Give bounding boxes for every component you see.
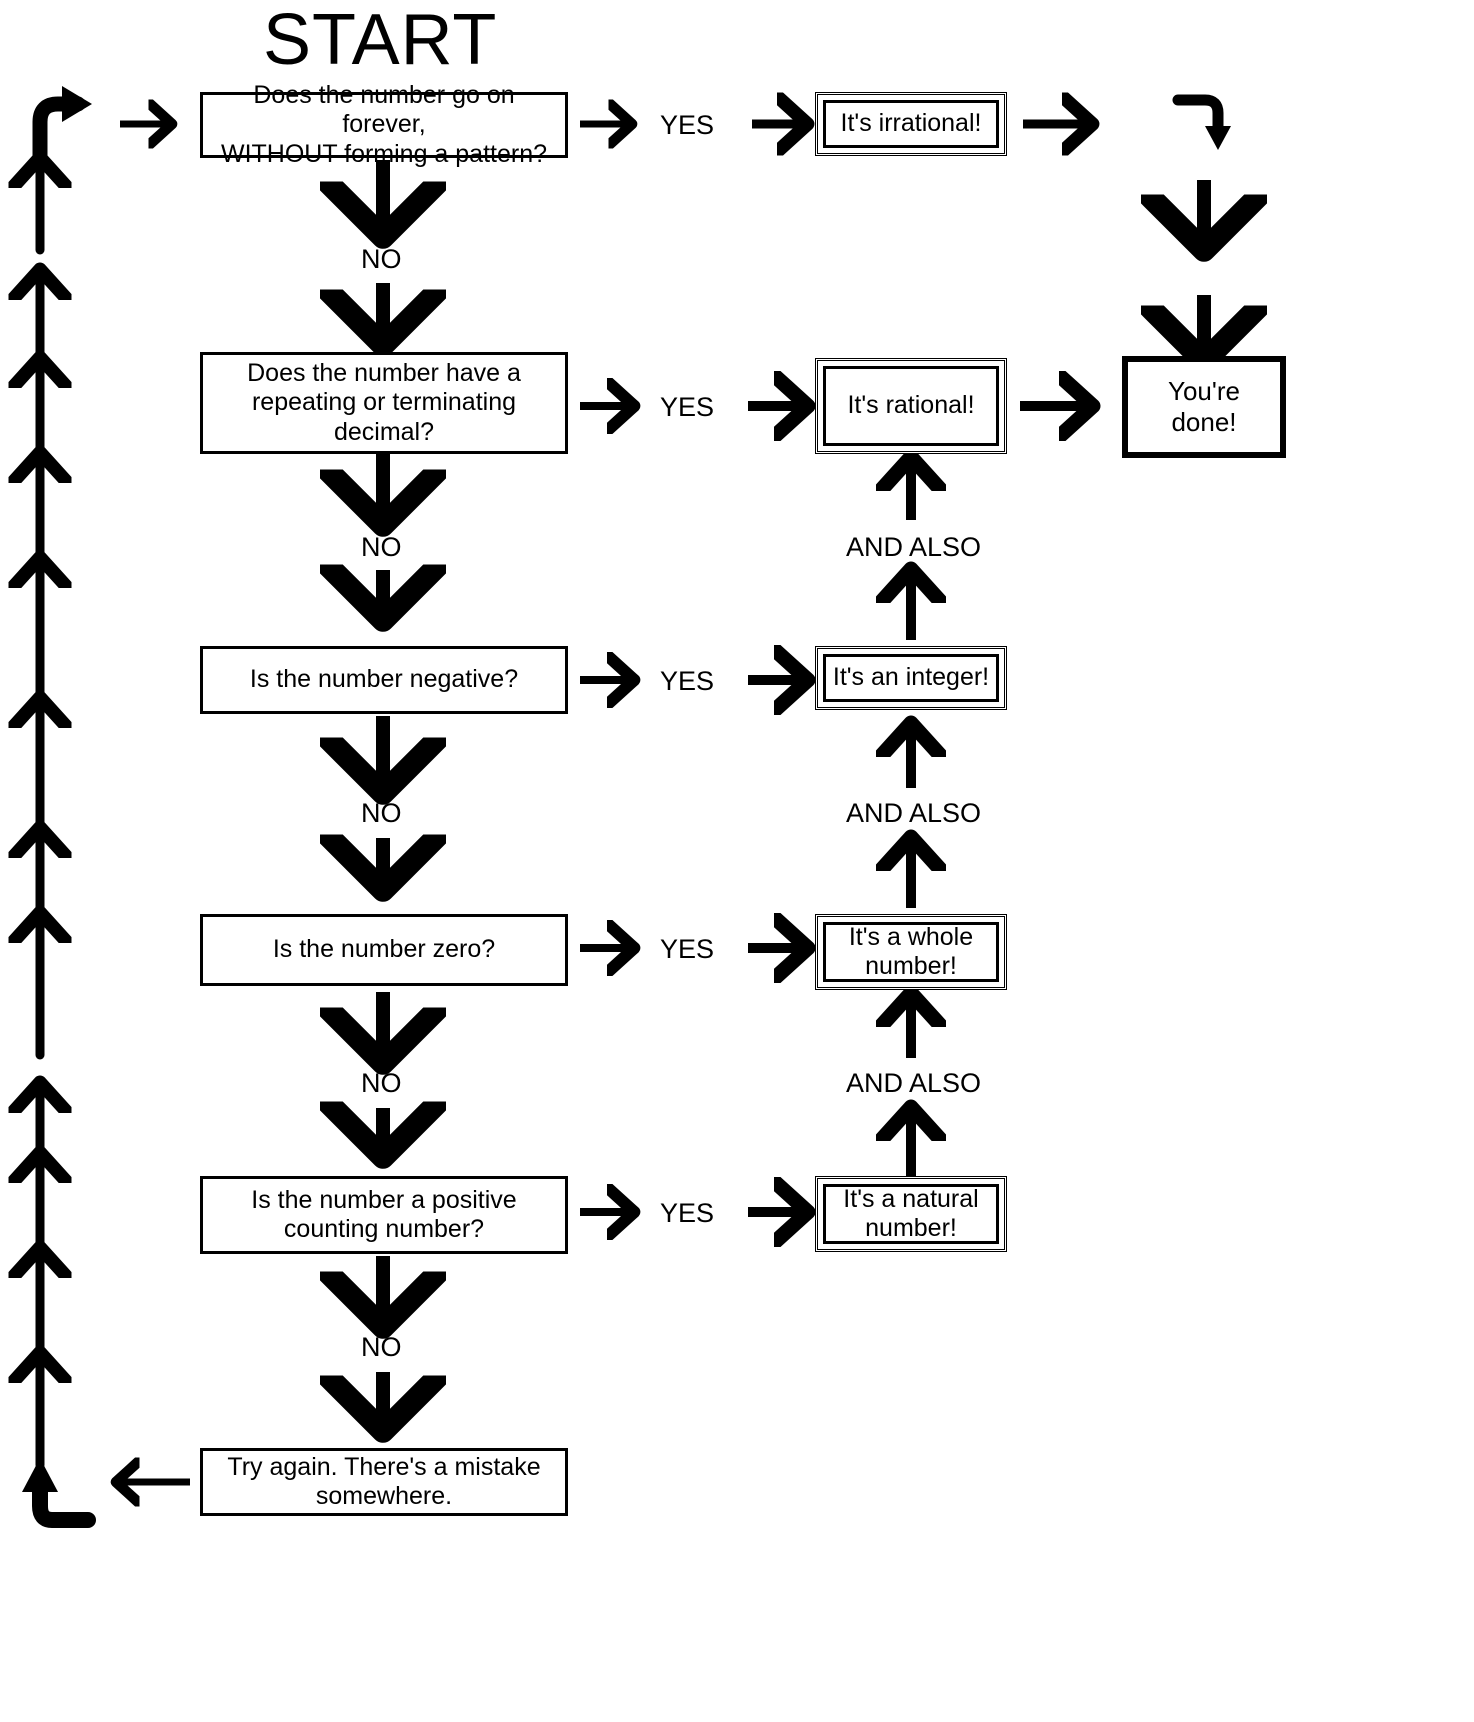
whole-line1: It's a whole bbox=[848, 922, 974, 951]
whole-line2: number! bbox=[865, 952, 957, 980]
edge-label-no-3: NO bbox=[361, 798, 402, 828]
q5-line2: counting number? bbox=[283, 1215, 485, 1243]
edge-label-and-also-1: AND ALSO bbox=[846, 532, 982, 562]
q1-line1: Does the number go on forever, bbox=[253, 80, 515, 139]
edge-label-no-5: NO bbox=[361, 1332, 402, 1362]
q5-line1: Is the number a positive bbox=[251, 1185, 517, 1214]
return-hook-arrow bbox=[22, 1458, 96, 1528]
integer-label: It's an integer! bbox=[832, 663, 990, 692]
decision-box-q5[interactable]: Is the number a positive counting number… bbox=[200, 1176, 568, 1254]
retry-line1: Try again. There's a mistake bbox=[227, 1452, 541, 1481]
decision-box-q3[interactable]: Is the number negative? bbox=[200, 646, 568, 714]
failure-box-retry[interactable]: Try again. There's a mistake somewhere. bbox=[200, 1448, 568, 1516]
edge-label-and-also-2: AND ALSO bbox=[846, 798, 982, 828]
done-label: You're done! bbox=[1168, 376, 1240, 437]
q2-line2: repeating or terminating bbox=[251, 388, 517, 417]
edge-label-yes-5: YES bbox=[660, 1198, 715, 1228]
irrational-label: It's irrational! bbox=[840, 109, 982, 138]
edge-label-yes-4: YES bbox=[660, 934, 715, 964]
q2-line1: Does the number have a bbox=[247, 358, 521, 387]
edge-label-yes-1: YES bbox=[660, 110, 715, 140]
result-box-rational[interactable]: It's rational! bbox=[815, 358, 1007, 454]
start-hook-arrow bbox=[32, 86, 92, 168]
result-box-integer[interactable]: It's an integer! bbox=[815, 646, 1007, 710]
result-box-whole-number[interactable]: It's a whole number! bbox=[815, 914, 1007, 990]
q2-line3: decimal? bbox=[333, 417, 435, 446]
q3-line1: Is the number negative? bbox=[249, 665, 519, 694]
decision-box-q1[interactable]: Does the number go on forever, WITHOUT f… bbox=[200, 81, 568, 168]
retry-line2: somewhere. bbox=[315, 1482, 453, 1510]
edge-label-yes-3: YES bbox=[660, 666, 715, 696]
natural-line1: It's a natural bbox=[843, 1184, 979, 1213]
edge-label-and-also-3: AND ALSO bbox=[846, 1068, 982, 1098]
result-box-irrational[interactable]: It's irrational! bbox=[815, 92, 1007, 156]
natural-line2: number! bbox=[865, 1214, 957, 1242]
edge-label-no-2: NO bbox=[361, 532, 402, 562]
result-box-natural-number[interactable]: It's a natural number! bbox=[815, 1176, 1007, 1252]
edge-label-no-1: NO bbox=[361, 244, 402, 274]
q1-line2: WITHOUT forming a pattern? bbox=[220, 139, 548, 168]
rational-label: It's rational! bbox=[847, 391, 975, 420]
edge-label-no-4: NO bbox=[361, 1068, 402, 1098]
done-hook-arrow bbox=[1172, 94, 1231, 150]
q4-line1: Is the number zero? bbox=[272, 935, 496, 964]
edge-label-yes-2: YES bbox=[660, 392, 715, 422]
decision-box-q4[interactable]: Is the number zero? bbox=[200, 914, 568, 986]
page-title: START bbox=[263, 0, 498, 80]
decision-box-q2[interactable]: Does the number have a repeating or term… bbox=[200, 352, 568, 454]
terminal-box-done[interactable]: You're done! bbox=[1122, 356, 1286, 458]
